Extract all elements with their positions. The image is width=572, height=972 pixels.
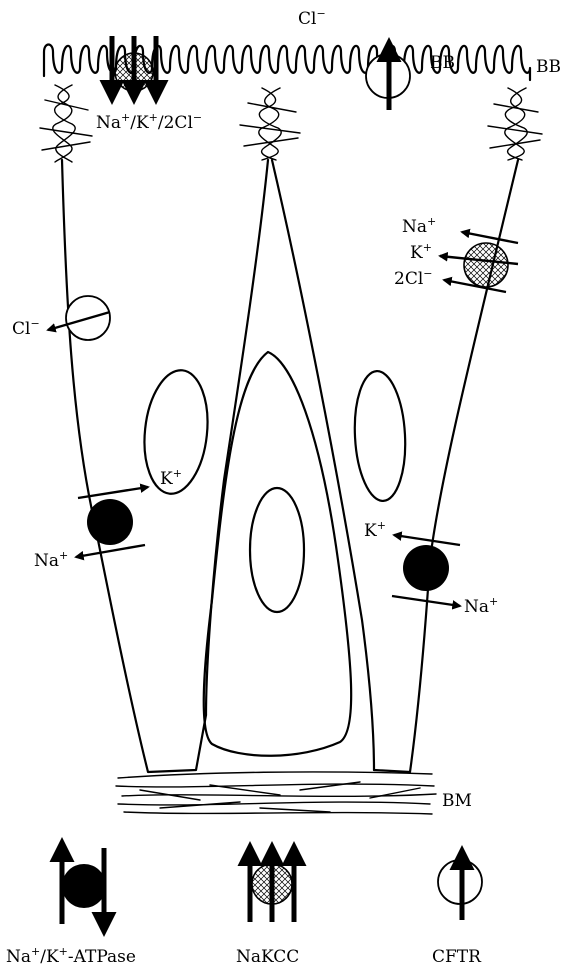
label-na-basolateral: Na+ [402,215,436,237]
basolateral-nakcc-right [440,232,518,292]
label-na-left: Na+ [34,549,68,571]
label-k-right: K+ [364,519,386,541]
label-2cl-basolateral: 2Cl− [394,267,432,289]
cell-outlines [62,160,518,772]
legend-cftr-icon [438,850,482,920]
label-na-right: Na+ [464,595,498,617]
label-bm: BM [442,791,472,811]
tight-junction-left [40,85,92,162]
apical-nakcc-transporter [112,36,156,100]
legend-label-cftr: CFTR [432,947,482,967]
label-bb-mid: BB [430,53,455,73]
tight-junction-center [240,88,300,160]
legend-label-pump: Na+/K+-ATPase [6,945,136,967]
label-nakcc-apical: Na+/K+/2Cl− [96,111,202,133]
nucleus-center [250,488,304,612]
legend-label-nakcc: NaKCC [236,947,299,967]
nak-atpase-left [76,487,148,557]
basement-membrane [116,772,436,814]
legend-pump-icon [62,842,106,932]
legend-nakcc-icon [250,846,294,922]
tight-junction-right [488,88,542,160]
nak-atpase-right [392,535,460,606]
nucleus-right [352,370,409,502]
label-k-basolateral: K+ [410,241,432,263]
basolateral-cftr-left [48,296,110,340]
label-bb-right: BB [536,57,561,77]
apical-cftr-channel [366,42,410,110]
label-cl-apical: Cl− [298,7,326,29]
label-cl-left: Cl− [12,317,40,339]
basal-cell-outline [204,352,351,756]
label-k-left: K+ [160,467,182,489]
